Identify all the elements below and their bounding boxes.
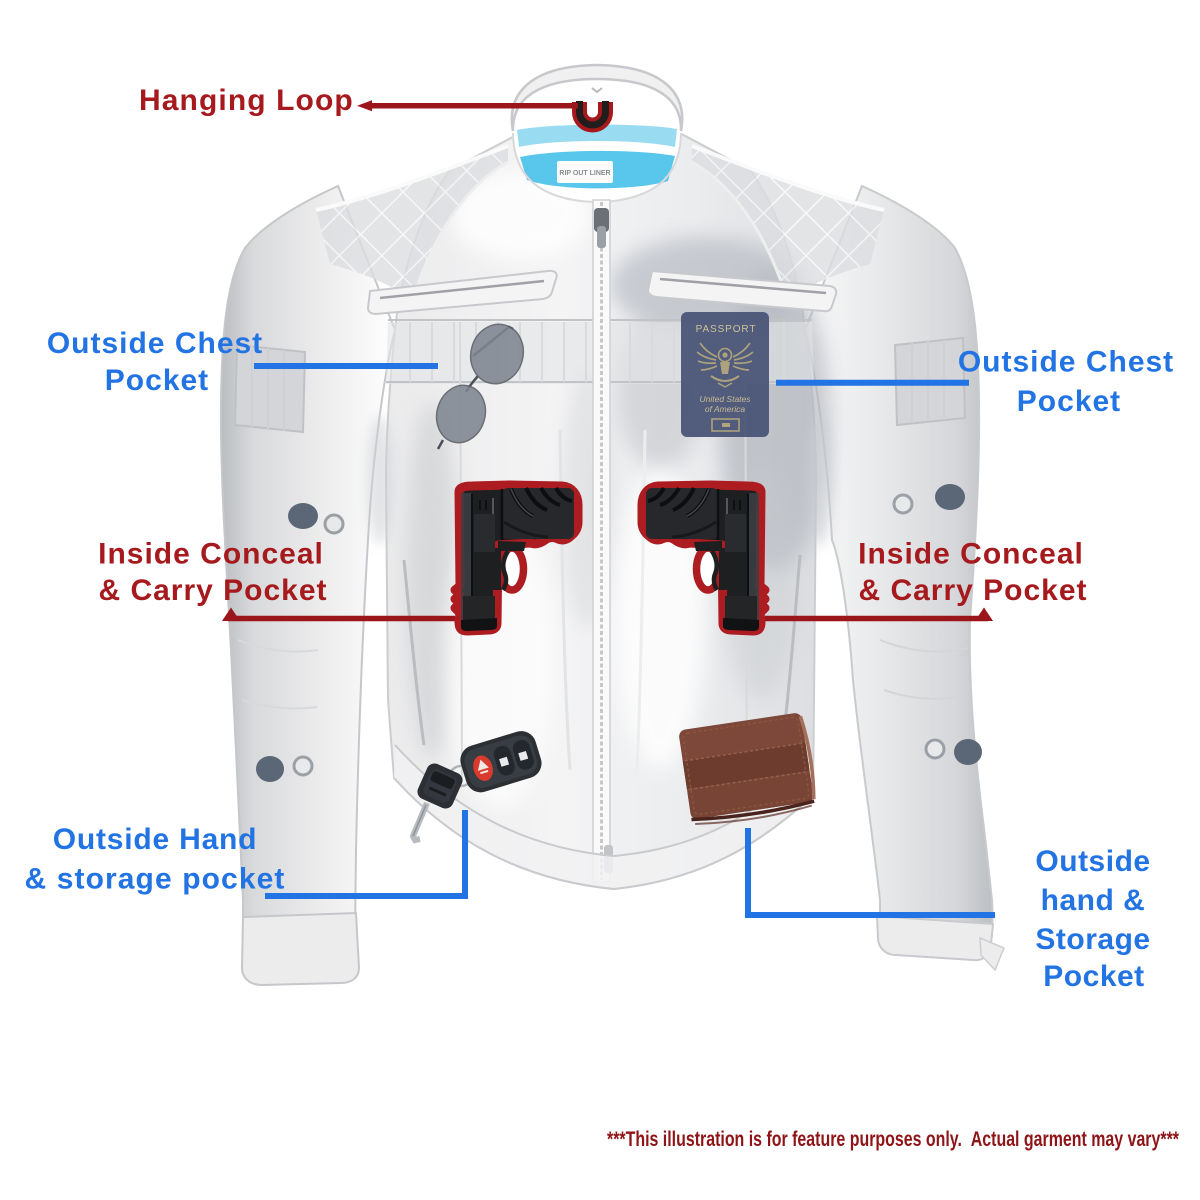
svg-text:hand &: hand &: [1041, 884, 1146, 917]
svg-text:Outside Chest: Outside Chest: [47, 327, 263, 360]
svg-text:Outside: Outside: [1035, 845, 1150, 878]
svg-text:Hanging Loop: Hanging Loop: [139, 84, 354, 117]
svg-text:RIP OUT LINER: RIP OUT LINER: [559, 170, 610, 177]
svg-text:& Carry Pocket: & Carry Pocket: [858, 574, 1087, 607]
svg-text:United States: United States: [699, 394, 751, 404]
svg-text:***This illustration is for fe: ***This illustration is for feature purp…: [607, 1127, 1179, 1151]
svg-text:Pocket: Pocket: [105, 364, 209, 397]
svg-text:of America: of America: [705, 404, 746, 414]
svg-text:PASSPORT: PASSPORT: [696, 324, 757, 335]
svg-text:Pocket: Pocket: [1017, 385, 1121, 418]
svg-text:Outside Hand: Outside Hand: [53, 823, 258, 856]
svg-text:& Carry Pocket: & Carry Pocket: [98, 574, 327, 607]
svg-text:Inside Conceal: Inside Conceal: [858, 538, 1084, 571]
svg-text:Pocket: Pocket: [1043, 960, 1144, 993]
svg-text:Outside Chest: Outside Chest: [958, 346, 1174, 379]
svg-text:& storage pocket: & storage pocket: [25, 863, 286, 896]
svg-text:Storage: Storage: [1035, 923, 1150, 956]
svg-text:Inside Conceal: Inside Conceal: [98, 538, 324, 571]
